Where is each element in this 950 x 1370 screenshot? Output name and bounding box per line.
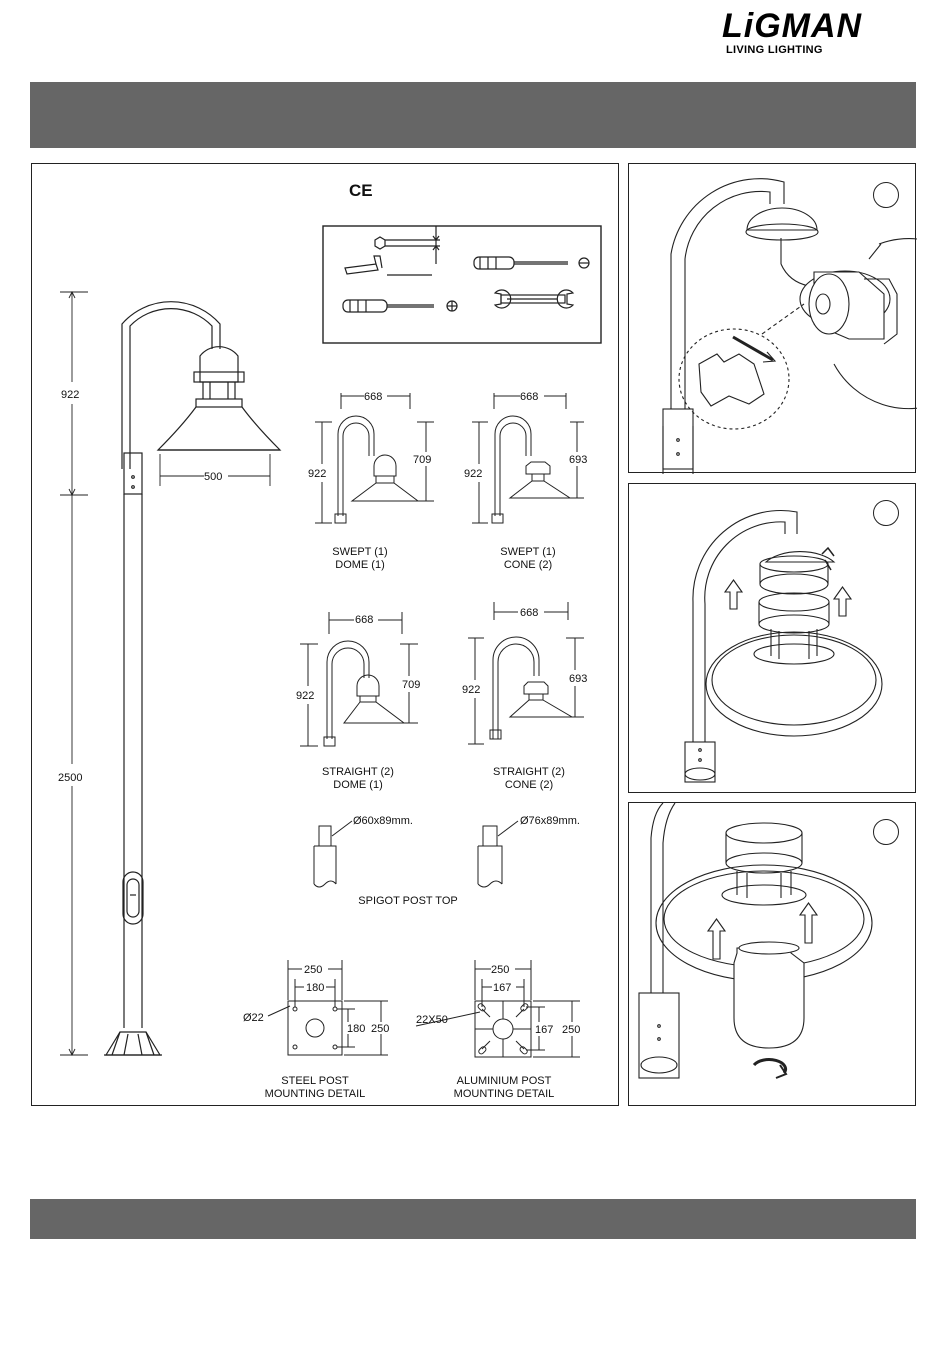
config4-drop: 693	[569, 673, 587, 685]
steel-caption-2: MOUNTING DETAIL	[265, 1088, 366, 1100]
config2-drop: 693	[569, 454, 587, 466]
steel-caption-1: STEEL POST	[281, 1075, 349, 1087]
step1-drawing	[662, 178, 917, 474]
config3-style: STRAIGHT (2)	[322, 766, 394, 778]
assembly-step-2	[628, 483, 916, 793]
config4-height: 922	[462, 684, 480, 696]
config3-reach: 668	[355, 614, 373, 626]
screwdriver-phillips-icon	[342, 299, 458, 313]
config1-lantern: DOME (1)	[335, 559, 385, 571]
config3-lantern: DOME (1)	[333, 779, 383, 791]
config-straight-cone	[468, 602, 584, 745]
config3-height: 922	[296, 690, 314, 702]
screwdriver-flat-icon	[473, 256, 590, 270]
spigot-60-drawing	[313, 820, 353, 888]
config1-style: SWEPT (1)	[332, 546, 387, 558]
alu-side-inner: 167	[535, 1024, 553, 1036]
alu-outer-width: 250	[491, 964, 509, 976]
allen-key-icon	[344, 226, 440, 276]
config2-height: 922	[464, 468, 482, 480]
footer-banner	[30, 1199, 916, 1239]
spigot-76-drawing	[477, 820, 519, 888]
spanner-icon	[493, 289, 575, 309]
technical-drawing: CE	[58, 181, 602, 1100]
config-straight-dome	[300, 612, 418, 747]
alu-caption-2: MOUNTING DETAIL	[454, 1088, 555, 1100]
tools-box	[322, 225, 602, 344]
config-swept-cone	[472, 393, 584, 524]
spigot-76-label: Ø76x89mm.	[520, 815, 580, 827]
alu-slot-size: 22X50	[416, 1014, 448, 1026]
steel-side-outer: 250	[371, 1023, 389, 1035]
steel-inner-width: 180	[306, 982, 324, 994]
alu-mount-drawing	[415, 960, 580, 1058]
brand-name: LiGMAN	[722, 7, 863, 45]
config-swept-dome	[315, 393, 434, 524]
steel-mount-drawing	[267, 960, 388, 1056]
brand-tagline: LIVING LIGHTING	[726, 44, 823, 56]
header-banner	[30, 82, 916, 148]
step3-drawing	[638, 803, 873, 1079]
config3-drop: 709	[402, 679, 420, 691]
ce-mark: CE	[349, 181, 373, 200]
step-3-marker	[873, 819, 899, 845]
spigot-caption: SPIGOT POST TOP	[358, 895, 457, 907]
config4-style: STRAIGHT (2)	[493, 766, 565, 778]
alu-caption-1: ALUMINIUM POST	[457, 1075, 552, 1087]
assembly-step-3	[628, 802, 916, 1106]
config1-drop: 709	[413, 454, 431, 466]
dim-reach: 500	[204, 471, 222, 483]
assembly-step-1	[628, 163, 917, 474]
main-dimensions	[60, 290, 271, 1057]
config1-height: 922	[308, 468, 326, 480]
config1-reach: 668	[364, 391, 382, 403]
steel-hole-dia: Ø22	[243, 1012, 264, 1024]
technical-drawing-panel: CE	[31, 163, 619, 1106]
alu-side-outer: 250	[562, 1024, 580, 1036]
config2-style: SWEPT (1)	[500, 546, 555, 558]
steel-outer-width: 250	[304, 964, 322, 976]
alu-inner-width: 167	[493, 982, 511, 994]
brand-logo: LiGMAN LIVING LIGHTING	[722, 8, 922, 58]
config2-reach: 668	[520, 391, 538, 403]
dim-post-height: 2500	[58, 772, 82, 784]
main-pole-elevation	[104, 301, 282, 1056]
step-1-marker	[873, 182, 899, 208]
dim-arm-height: 922	[61, 389, 79, 401]
config4-lantern: CONE (2)	[505, 779, 553, 791]
config2-lantern: CONE (2)	[504, 559, 552, 571]
config4-reach: 668	[520, 607, 538, 619]
step2-drawing	[684, 509, 883, 783]
steel-side-inner: 180	[347, 1023, 365, 1035]
step-2-marker	[873, 500, 899, 526]
spigot-60-label: Ø60x89mm.	[353, 815, 413, 827]
